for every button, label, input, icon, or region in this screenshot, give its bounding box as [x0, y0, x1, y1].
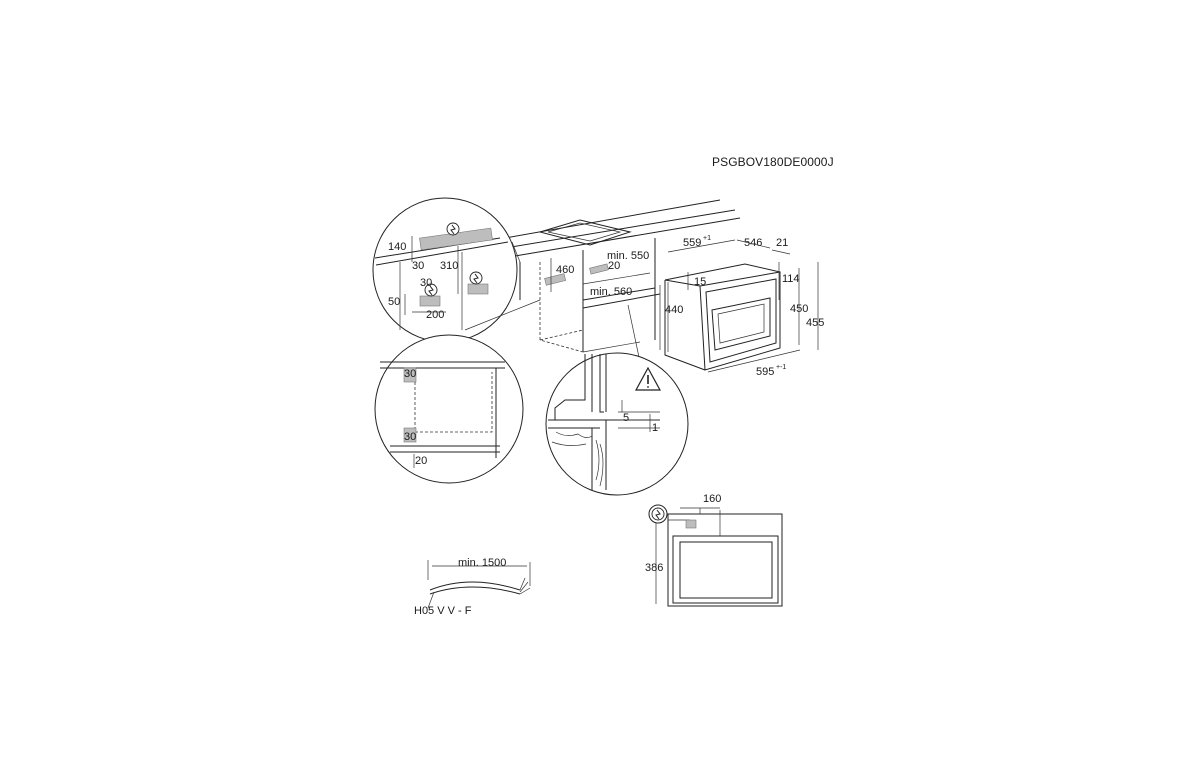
model-code: PSGBOV180DE0000J — [712, 155, 834, 169]
dim-50: 50 — [388, 296, 400, 308]
dim-min560: min. 560 — [590, 286, 632, 298]
dim-20a: 20 — [608, 260, 620, 272]
dim-386: 386 — [645, 562, 663, 574]
detail-circle-electrical — [372, 197, 541, 343]
cabinet-perspective — [504, 199, 741, 363]
dim-200: 200 — [426, 309, 444, 321]
dim-455: 455 — [806, 317, 824, 329]
dim-460: 460 — [556, 264, 574, 276]
dim-20b: 20 — [415, 455, 427, 467]
power-plug-icon — [424, 283, 438, 297]
dim-5: 5 — [623, 412, 629, 424]
dim-559: 559 — [683, 237, 701, 249]
power-plug-icon — [446, 222, 460, 236]
dim-160: 160 — [703, 493, 721, 505]
dim-440: 440 — [665, 304, 683, 316]
detail-circle-niche — [374, 334, 524, 484]
power-cable — [427, 560, 531, 609]
power-plug-icon — [651, 507, 665, 521]
warning-triangle-icon — [634, 366, 662, 391]
dim-595: 595 — [756, 366, 774, 378]
detail-circle-gap — [545, 352, 689, 496]
oven-rear-view — [648, 504, 783, 607]
dim-595-tol: +-1 — [776, 364, 786, 371]
dim-559-tol: +1 — [703, 235, 711, 242]
dim-min1500: min. 1500 — [458, 557, 506, 569]
dim-30a: 30 — [412, 260, 424, 272]
dim-21: 21 — [776, 237, 788, 249]
dim-310: 310 — [440, 260, 458, 272]
oven-perspective — [664, 263, 781, 371]
power-plug-icon — [469, 271, 483, 285]
dim-140: 140 — [388, 241, 406, 253]
dim-30b: 30 — [420, 277, 432, 289]
dim-1: 1 — [652, 422, 658, 434]
dim-114: 114 — [782, 273, 800, 285]
dim-546: 546 — [744, 237, 762, 249]
dim-15: 15 — [694, 276, 706, 288]
cable-label: H05 V V - F — [414, 605, 472, 617]
dim-30c: 30 — [404, 368, 416, 380]
dim-30d: 30 — [404, 431, 416, 443]
dim-min550: min. 550 — [607, 250, 649, 262]
